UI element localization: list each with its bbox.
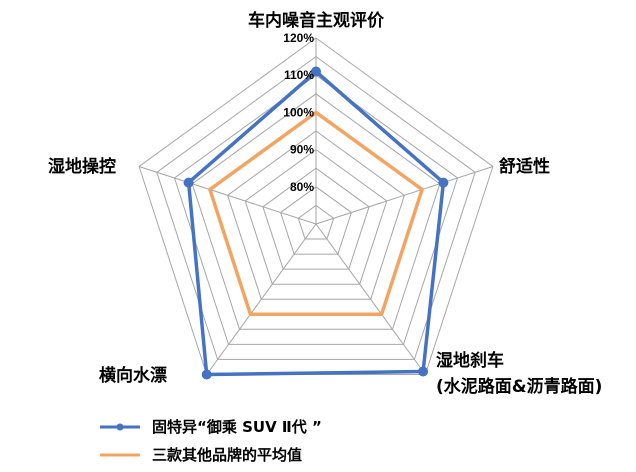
grid-spoke-3 <box>206 223 317 375</box>
radar-tick-labels: 80% 90% 100% 110% 120% <box>283 31 314 194</box>
grid-ring-7 <box>191 93 441 330</box>
tick-label-1: 90% <box>290 143 314 157</box>
axis-label-aquaplaning: 横向水漂 <box>99 365 167 386</box>
grid-ring-8 <box>173 74 459 345</box>
chart-legend: 固特异“御乘 SUV Ⅱ代 ” 三款其他品牌的平均值 <box>100 418 322 464</box>
series-0-point-3 <box>201 369 212 380</box>
series-line-0 <box>186 69 446 377</box>
grid-spoke-2 <box>315 223 426 375</box>
tick-label-2: 100% <box>283 105 314 119</box>
axis-label-wet-braking: 湿地刹车 <box>436 350 504 371</box>
grid-ring-5 <box>227 130 405 300</box>
grid-ring-4 <box>244 148 388 285</box>
tick-label-3: 110% <box>284 68 314 82</box>
tick-label-0: 80% <box>290 180 314 194</box>
grid-ring-9 <box>156 55 476 360</box>
grid-ring-3 <box>262 167 370 270</box>
series-0-point-4 <box>183 177 194 188</box>
grid-spoke-1 <box>315 166 494 225</box>
tick-label-4: 120% <box>283 31 314 45</box>
grid-ring-2 <box>280 186 352 255</box>
series-0-point-1 <box>438 177 449 188</box>
radar-spokes <box>138 38 494 375</box>
axis-label-comfort: 舒适性 <box>499 156 550 177</box>
axis-label-noise: 车内噪音主观评价 <box>248 10 385 31</box>
series-line-1 <box>208 110 424 317</box>
radar-series <box>183 66 449 380</box>
legend-label-goodyear: 固特异“御乘 SUV Ⅱ代 ” <box>152 418 322 436</box>
grid-spoke-4 <box>138 166 317 225</box>
axis-label-wet-handling: 湿地操控 <box>48 156 116 177</box>
legend-label-average: 三款其他品牌的平均值 <box>152 446 302 464</box>
legend-marker-goodyear <box>116 423 124 431</box>
axis-label-wet-braking-sub: (水泥路面&沥青路面) <box>436 376 602 397</box>
series-0-point-2 <box>418 366 429 377</box>
grid-ring-1 <box>297 204 335 240</box>
series-0-point-0 <box>311 66 321 77</box>
